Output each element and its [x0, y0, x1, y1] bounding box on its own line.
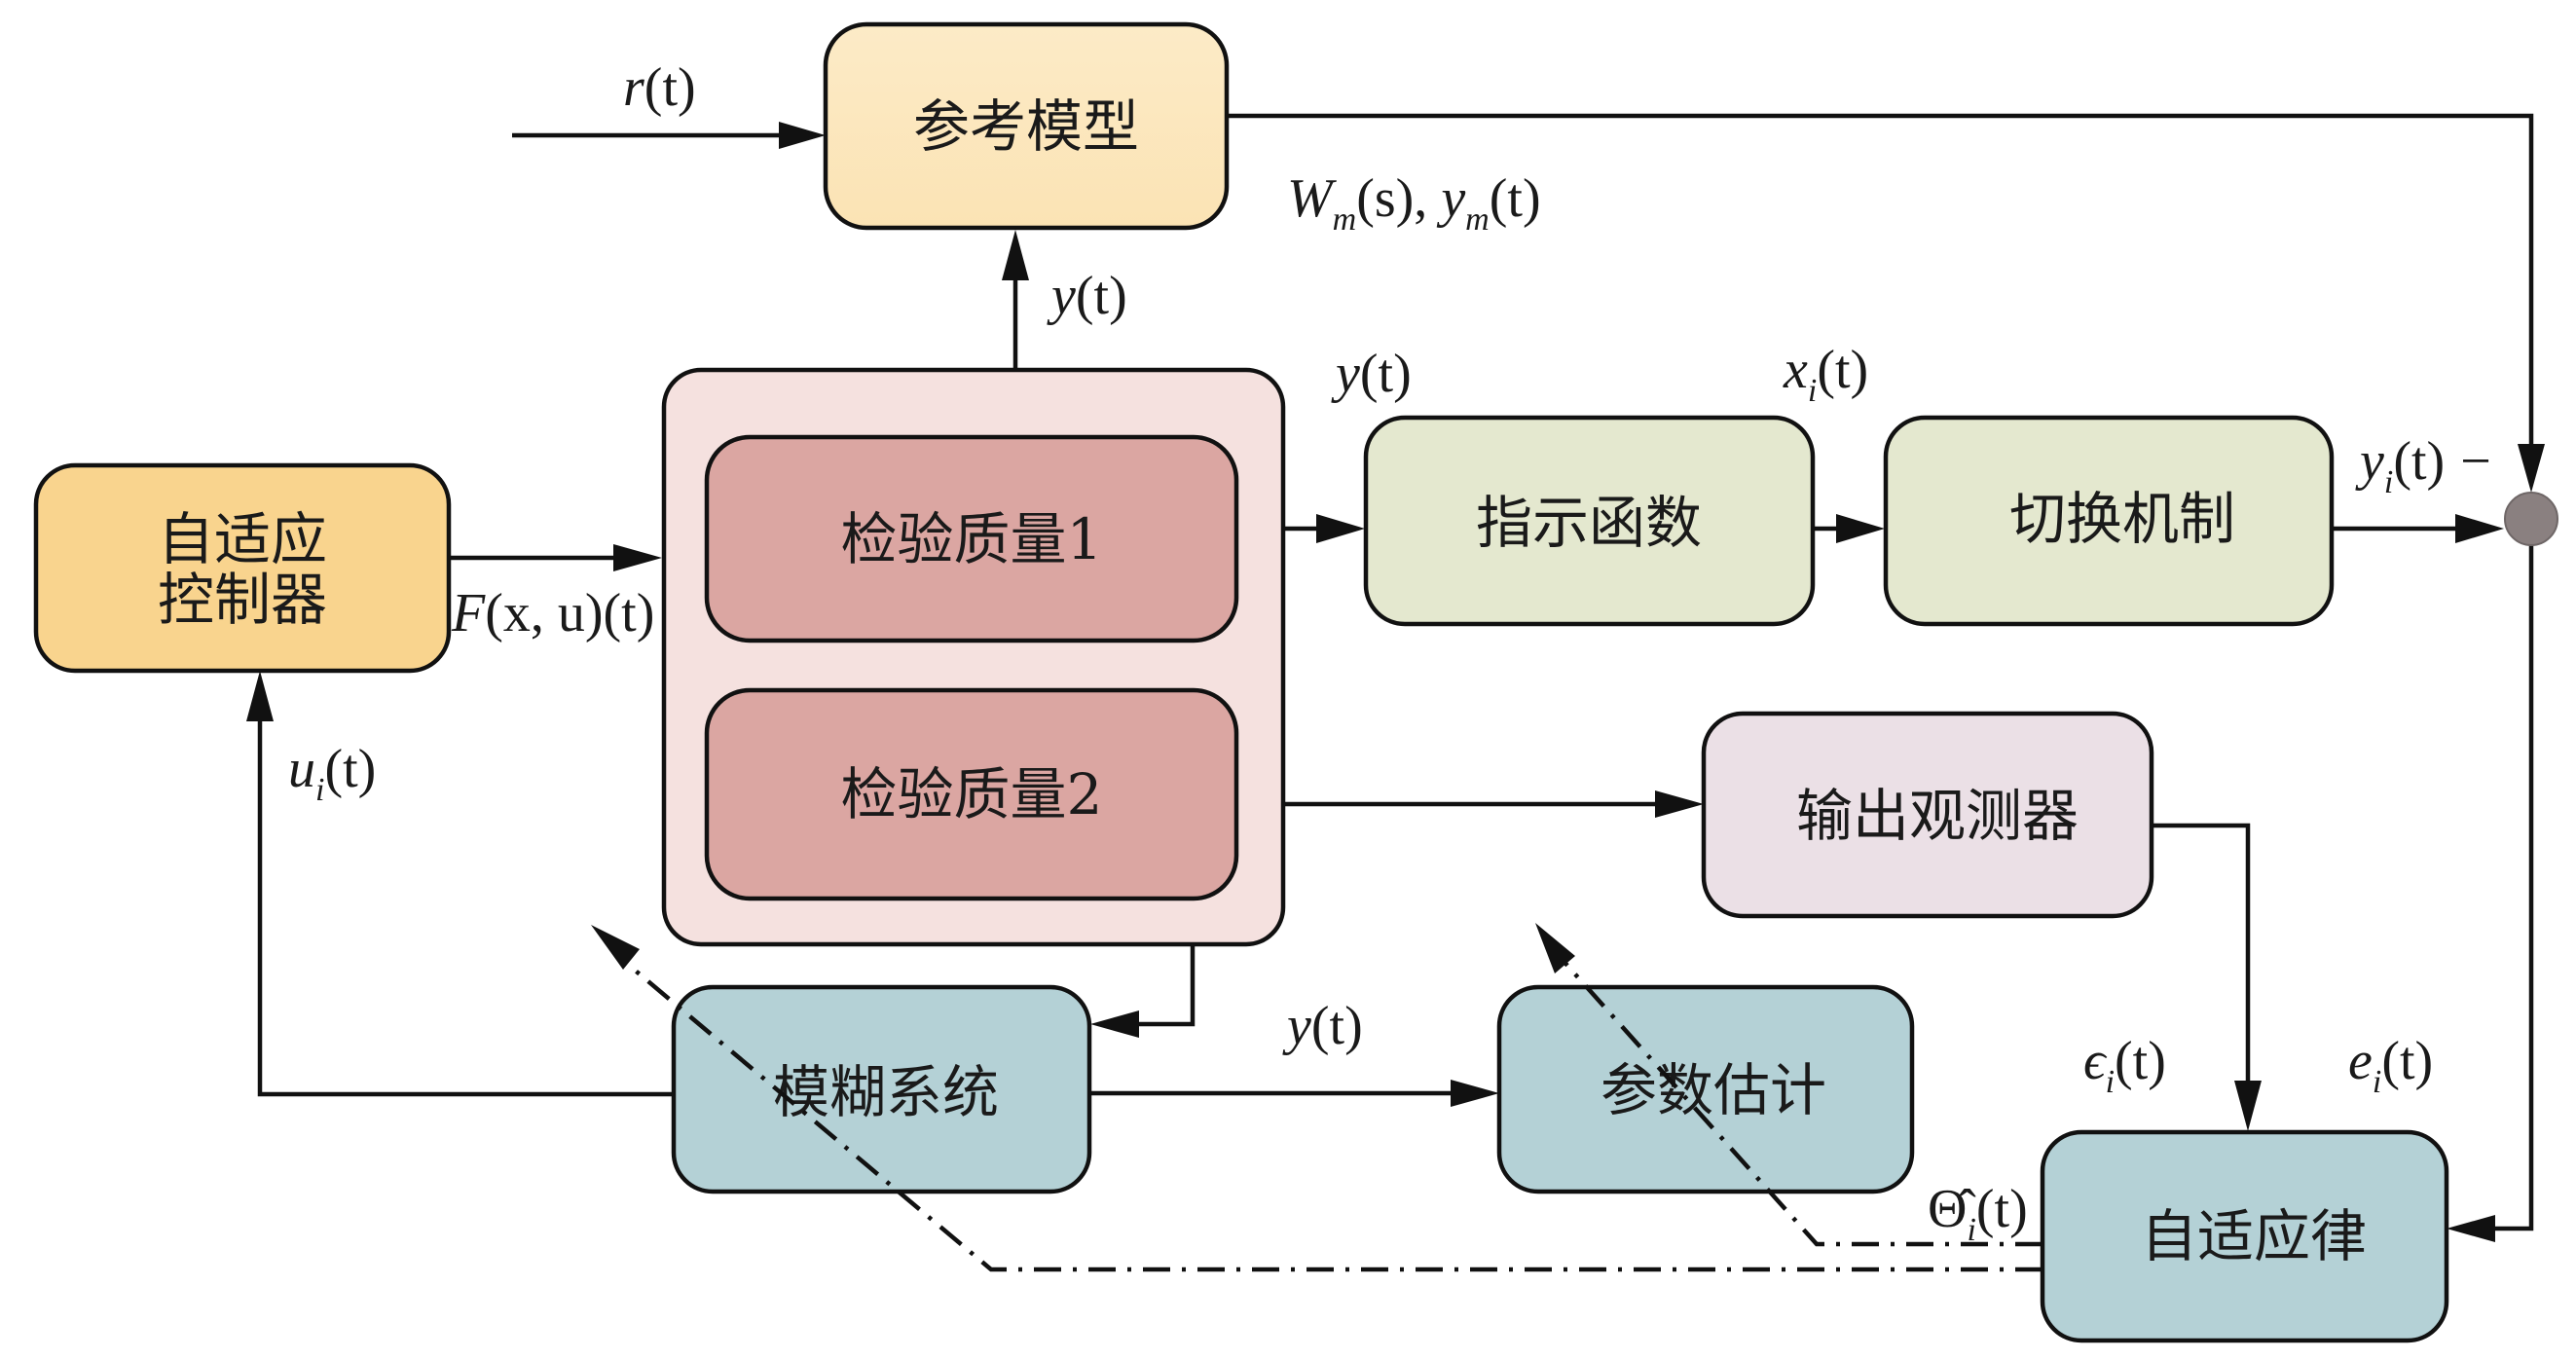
signal-u-i-label: ui(t)	[288, 739, 376, 808]
arrowhead-dashdot-lower	[591, 925, 640, 970]
switching-mechanism-label: 切换机制	[2009, 486, 2235, 552]
signal-e-i-label: ei(t)	[2348, 1031, 2433, 1100]
arrowhead-estimation	[1451, 1080, 1499, 1107]
proof-mass-2-label: 检验质量2	[841, 761, 1103, 827]
output-observer-block[interactable]: 输出观测器	[1701, 711, 2154, 919]
proof-mass-2-block[interactable]: 检验质量2	[704, 687, 1239, 901]
arrowhead-F	[613, 544, 662, 571]
wire-container-to-fuzzy	[1131, 944, 1196, 1027]
proof-mass-1-label: 检验质量1	[841, 506, 1103, 572]
signal-y-fuzzy-label: y(t)	[1282, 996, 1363, 1056]
arrowhead-y-up	[1002, 230, 1029, 280]
wire-reference-to-junction	[1227, 113, 2534, 458]
reference-model-block[interactable]: 参考模型	[823, 21, 1230, 231]
signal-x-i-label: xi(t)	[1783, 340, 1868, 409]
arrowhead-fuzzy	[1090, 1010, 1139, 1038]
adaptive-controller-block[interactable]: 自适应 控制器	[33, 462, 452, 674]
switching-mechanism-block[interactable]: 切换机制	[1883, 415, 2335, 627]
fuzzy-system-block[interactable]: 模糊系统	[671, 984, 1092, 1194]
dashdot-theta-to-proof-mass-1	[611, 950, 2042, 1272]
signal-model-label: Wm(s), ym(t)	[1287, 168, 1541, 238]
arrowhead-ei	[2447, 1215, 2495, 1242]
dashdot-theta-to-proof-mass-2	[1551, 947, 2042, 1247]
signal-r-label: r(t)	[623, 57, 696, 118]
proof-mass-1-block[interactable]: 检验质量1	[704, 434, 1239, 643]
indicator-function-block[interactable]: 指示函数	[1363, 415, 1816, 627]
arrowhead-dashdot-upper	[1535, 923, 1575, 973]
signal-y-i-label: yi(t)−	[2355, 431, 2491, 500]
arrowhead-yi	[2455, 514, 2504, 543]
parameter-estimation-block[interactable]: 参数估计	[1496, 984, 1915, 1194]
signal-y-up-label: y(t)	[1047, 266, 1127, 326]
adaptive-controller-label-line1: 自适应	[158, 506, 327, 572]
wire-junction-to-adaptive-law	[2492, 545, 2534, 1231]
fuzzy-system-label: 模糊系统	[773, 1059, 999, 1125]
minus-sign: −	[2460, 431, 2491, 492]
arrowhead-r	[779, 122, 826, 149]
arrowhead-switching	[1836, 514, 1885, 543]
signal-y-right-label: y(t)	[1331, 344, 1412, 404]
adaptive-law-label: 自适应律	[2141, 1203, 2367, 1269]
arrowhead-ym	[2518, 444, 2545, 493]
arrowhead-epsilon	[2234, 1081, 2262, 1131]
wire-fuzzy-to-controller	[257, 716, 674, 1097]
arrowhead-indicator	[1316, 514, 1365, 543]
arrowhead-observer	[1655, 790, 1704, 818]
adaptive-controller-label-line2: 控制器	[158, 567, 327, 633]
adaptive-law-block[interactable]: 自适应律	[2040, 1129, 2449, 1343]
arrowhead-ui	[246, 671, 274, 721]
summing-junction	[2504, 492, 2558, 546]
signal-epsilon-i-label: ϵi(t)	[2083, 1031, 2166, 1100]
output-observer-label: 输出观测器	[1796, 783, 2079, 849]
parameter-estimation-label: 参数估计	[1601, 1057, 1826, 1123]
indicator-function-label: 指示函数	[1476, 490, 1702, 556]
signal-theta-i-label: Θ̂i(t)	[1928, 1179, 2028, 1248]
reference-model-label: 参考模型	[913, 93, 1139, 160]
signal-F-label: F(x, u)(t)	[451, 583, 654, 643]
wire-observer-to-adaptive-law	[2152, 823, 2251, 1085]
